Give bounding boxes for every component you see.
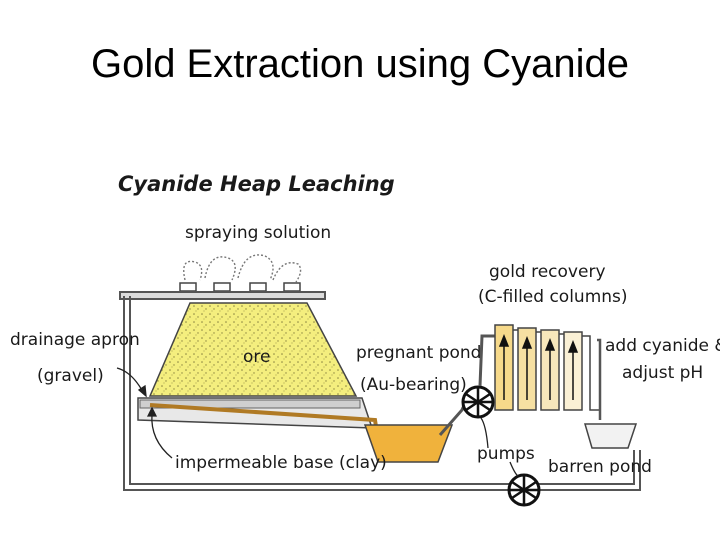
barren-pond: [584, 423, 638, 449]
carbon-columns: [494, 324, 600, 411]
slide-title: Gold Extraction using Cyanide: [90, 42, 630, 86]
ore-heap: [148, 302, 358, 397]
label-adjust-ph: adjust pH: [622, 363, 703, 383]
label-gravel: (gravel): [37, 366, 104, 386]
label-gold-recovery: gold recovery: [489, 262, 606, 282]
label-impermeable-base: impermeable base (clay): [175, 453, 387, 473]
label-ore: ore: [243, 347, 270, 367]
pipe-to-pump: [438, 402, 467, 436]
label-barren-pond: barren pond: [548, 457, 652, 477]
pump-lower: [507, 473, 541, 507]
sprinkler-heads: [179, 282, 301, 292]
label-pregnant-pond: pregnant pond: [356, 343, 481, 363]
label-carbon-columns: (C-filled columns): [478, 287, 628, 307]
return-pipe-loop: [123, 296, 641, 491]
column-flow-arrows: [498, 333, 579, 400]
pregnant-pond: [363, 424, 454, 463]
diagram-heading: Cyanide Heap Leaching: [118, 172, 395, 196]
pump-upper: [461, 385, 495, 419]
label-drainage-apron: drainage apron: [10, 330, 140, 350]
leader-arrows: [116, 367, 519, 477]
drainage-apron: [139, 399, 361, 409]
label-add-cyanide: add cyanide &: [605, 336, 720, 356]
pipe-to-barren-pond: [597, 338, 602, 420]
spray-manifold-pipe: [119, 291, 326, 300]
label-spraying-solution: spraying solution: [185, 223, 331, 243]
label-au-bearing: (Au-bearing): [360, 375, 467, 395]
sprinkler-sprays: [183, 254, 302, 283]
label-pumps: pumps: [477, 444, 535, 464]
